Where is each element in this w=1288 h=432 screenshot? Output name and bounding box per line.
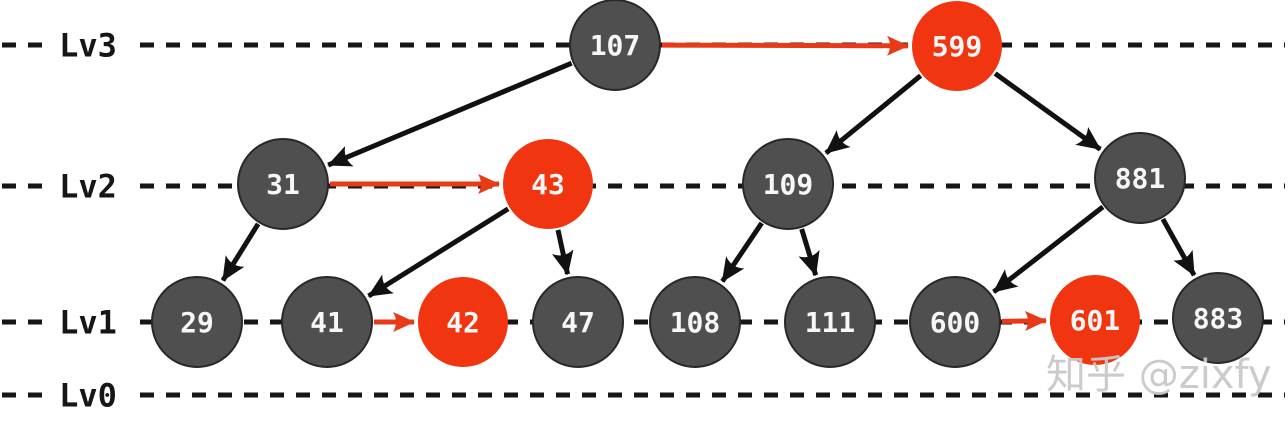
tree-node-label-47: 47 [561, 306, 595, 339]
tree-node-label-601: 601 [1070, 304, 1121, 337]
tree-node-label-109: 109 [763, 168, 814, 201]
tree-node-31 [237, 138, 329, 230]
tree-node-label-600: 600 [930, 306, 981, 339]
tree-node-599 [912, 1, 1002, 91]
edge-43-to-41 [367, 206, 510, 299]
edge-599-to-881 [993, 71, 1102, 152]
tree-node-label-31: 31 [266, 168, 300, 201]
level-label-lv1: Lv1 [59, 304, 117, 342]
tree-node-label-29: 29 [180, 306, 214, 339]
tree-node-108 [649, 276, 741, 368]
tree-node-47 [532, 276, 624, 368]
tree-node-43 [503, 139, 593, 229]
level-label-lv2: Lv2 [59, 168, 117, 206]
watermark: 知乎 @zixfy [1046, 352, 1272, 398]
tree-node-label-43: 43 [531, 168, 565, 201]
edge-43-to-47 [551, 229, 574, 276]
tree-node-111 [784, 276, 876, 368]
edge-599-to-109 [824, 73, 923, 155]
tree-node-601 [1050, 275, 1140, 365]
edges-group [220, 35, 1197, 332]
tree-node-42 [418, 277, 508, 367]
edge-107-to-599 [661, 35, 910, 56]
edge-881-to-883 [1160, 217, 1197, 277]
tree-node-label-883: 883 [1193, 302, 1244, 335]
tree-node-109 [742, 138, 834, 230]
tree-node-41 [281, 276, 373, 368]
tree-node-label-881: 881 [1115, 162, 1166, 195]
tree-node-label-107: 107 [590, 29, 641, 62]
edge-31-to-29 [220, 222, 261, 282]
edge-881-to-600 [992, 204, 1105, 294]
tree-node-600 [909, 276, 1001, 368]
nodes-group: 107 599 31 43 109 881 29 41 42 47 108 111 600 601 883 [151, 0, 1264, 368]
tree-node-label-599: 599 [932, 30, 983, 63]
edge-600-to-601 [1001, 311, 1048, 331]
tree-node-label-108: 108 [670, 306, 721, 339]
tree-node-29 [151, 276, 243, 368]
tree-node-881 [1094, 132, 1186, 224]
tree-node-label-42: 42 [446, 306, 480, 339]
level-label-lv3: Lv3 [59, 27, 117, 65]
edge-109-to-111 [798, 228, 820, 277]
tree-node-883 [1172, 272, 1264, 364]
tree-node-label-41: 41 [310, 306, 344, 339]
tree-node-label-111: 111 [805, 306, 856, 339]
level-label-lv0: Lv0 [59, 377, 117, 415]
edge-107-to-31 [327, 60, 573, 168]
edge-109-to-108 [720, 221, 764, 283]
tree-node-107 [569, 0, 661, 91]
